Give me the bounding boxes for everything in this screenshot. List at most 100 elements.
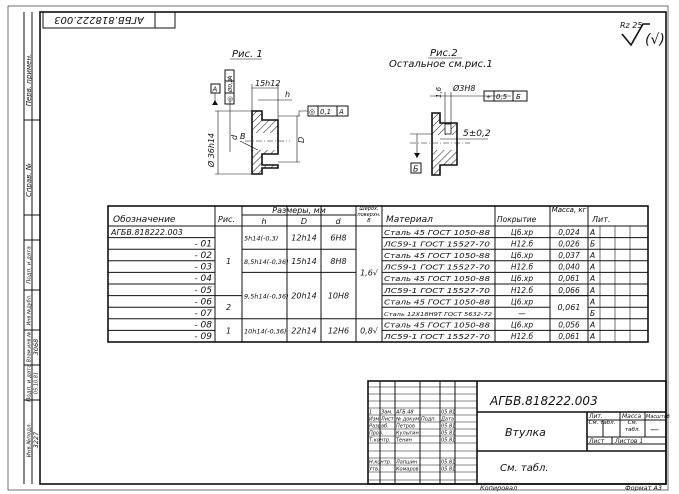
label-dup-inv: Инв.№дубл. xyxy=(27,294,33,325)
tb-lit-value: См. табл. xyxy=(588,420,616,426)
cell-coating: Н12.б xyxy=(511,332,534,341)
fig2-subtitle: Остальное см.рис.1 xyxy=(389,59,493,70)
signature-row: Т.контр. Тенин 05.81 xyxy=(369,438,455,444)
header-material: Материал xyxy=(386,215,433,225)
signature-row: Утв. Комаров 05.81 xyxy=(369,467,455,473)
header-h: h xyxy=(261,217,266,226)
inner-frame xyxy=(39,11,667,485)
merged-cell-h: 8,5h14(-0,36) xyxy=(244,258,289,266)
signature-cell: Лист xyxy=(380,417,395,423)
merged-cell-d: 6H8 xyxy=(330,234,346,243)
cell-coating: Н12.б xyxy=(511,286,534,295)
signature-cell: № докум. xyxy=(395,417,421,423)
cell-designation: - 07 xyxy=(194,309,212,319)
merged-cell-d: 8H8 xyxy=(330,257,346,266)
cell-lit: А xyxy=(589,228,595,237)
cell-coating: Ц6.хр xyxy=(511,321,533,330)
tb-sheets: Листов 1 xyxy=(614,438,643,445)
cell-coating: Ц6.хр xyxy=(511,228,533,237)
signature-cell: 1 xyxy=(369,410,372,416)
orig-inv-value: 3227 xyxy=(32,431,40,448)
cell-mass: 0,061 xyxy=(558,332,579,341)
cell-material: ЛС59-1 ГОСТ 15527-70 xyxy=(383,240,491,248)
header-lit: Лит. xyxy=(591,215,610,224)
signature-cell: 05.81 xyxy=(441,467,455,473)
signature-cell: АГБ.48 xyxy=(395,410,414,416)
figure-2: Рис.2 Остальное см.рис.1 1,6 Ø3H8 ⌖ 0,5 … xyxy=(389,48,528,176)
top-stamp-designation: АГБВ.818222.003 xyxy=(54,14,145,25)
header-designation: Обозначение xyxy=(113,215,176,225)
merged-cell-d: 10H8 xyxy=(328,292,349,301)
signature-cell: Комаров xyxy=(396,467,419,473)
header-sizes: Размеры, мм xyxy=(272,206,326,215)
signature-cell: 05.81 xyxy=(441,460,455,466)
cell-material: ЛС59-1 ГОСТ 15527-70 xyxy=(383,333,491,341)
fig2-datum-b: Б xyxy=(413,165,419,174)
cell-lit: А xyxy=(589,274,595,283)
header-roughness: Шерох. поверхн. В xyxy=(357,206,381,224)
cell-material: Сталь 45 ГОСТ 1050-88 xyxy=(384,275,491,283)
left-margin-columns: Перв. примен. Справ. № Подп. и дата Инв.… xyxy=(23,12,40,484)
merged-cell-D: 20h14 xyxy=(291,292,316,301)
header-D: D xyxy=(301,217,307,226)
tb-material: См. табл. xyxy=(500,462,549,474)
tol-datum: А xyxy=(226,76,234,81)
general-roughness-mark: Rz 25 (√) xyxy=(620,21,665,48)
signature-cell: 05.81 xyxy=(441,438,455,444)
tb-scale-value: — xyxy=(650,425,659,435)
label-sign-date: Подп. и дата xyxy=(27,364,33,402)
signature-cell: Н.контр. xyxy=(369,460,391,466)
cell-coating: — xyxy=(518,309,526,318)
tol-value: Ø0,2 xyxy=(227,78,234,93)
merged-cell-rough: 0,8√ xyxy=(360,326,379,335)
signature-cell: Т.контр. xyxy=(369,438,391,444)
tol-datum: А xyxy=(338,108,344,116)
fig1-dim-D: D xyxy=(297,137,306,143)
cell-designation: - 08 xyxy=(194,321,212,331)
cell-coating: Ц6.хр xyxy=(511,274,533,283)
fig1-dim-outer: Ø 36h14 xyxy=(206,133,216,168)
merged-cell-D: 22h14 xyxy=(291,326,316,335)
cell-mass: 0,066 xyxy=(558,286,580,295)
header-fig: Рис. xyxy=(218,215,235,224)
fig2-tolerance-frame: ⌖ 0,5 Б xyxy=(483,90,528,102)
merged-cell-fig: 1 xyxy=(226,326,231,335)
cell-mass: 0,061 xyxy=(558,274,579,283)
label-first-use: Перв. примен. xyxy=(25,54,33,107)
signature-cell: Дата xyxy=(440,417,454,423)
replace-inv-value: 3068 xyxy=(32,339,40,356)
tb-format: Формат А3 xyxy=(625,484,662,492)
cell-lit: Б xyxy=(590,239,595,248)
fig1-datum-a: А xyxy=(212,86,218,94)
signature-cell: Тенин xyxy=(396,438,413,444)
cell-lit: А xyxy=(589,286,595,295)
cell-lit: А xyxy=(589,332,595,341)
cell-designation: АГБВ.818222.003 xyxy=(110,228,183,237)
cell-coating: Н12.б xyxy=(511,263,534,272)
label-orig-inv: Инв.№подл. xyxy=(27,423,33,458)
signature-cell: Разраб. xyxy=(369,424,389,430)
tb-lit-header: Лит. xyxy=(588,413,603,420)
cell-designation: - 05 xyxy=(194,286,212,296)
merged-cell-mass: 0,061 xyxy=(558,303,581,312)
tol-symbol: ◎ xyxy=(226,96,234,102)
fig2-roughness: 1,6 xyxy=(435,86,443,98)
figure-1: Рис. 1 15h12 h Ø 36h14 d D В А ◎ Ø0,2 А xyxy=(206,49,349,175)
merged-cell-D: 15h14 xyxy=(291,257,316,266)
tol-symbol: ⌖ xyxy=(486,93,491,101)
cell-lit: А xyxy=(589,263,595,272)
tol-symbol: ◎ xyxy=(309,108,315,116)
cell-material: Сталь 45 ГОСТ 1050-88 xyxy=(384,298,491,306)
signature-cell: Утв. xyxy=(369,467,380,473)
